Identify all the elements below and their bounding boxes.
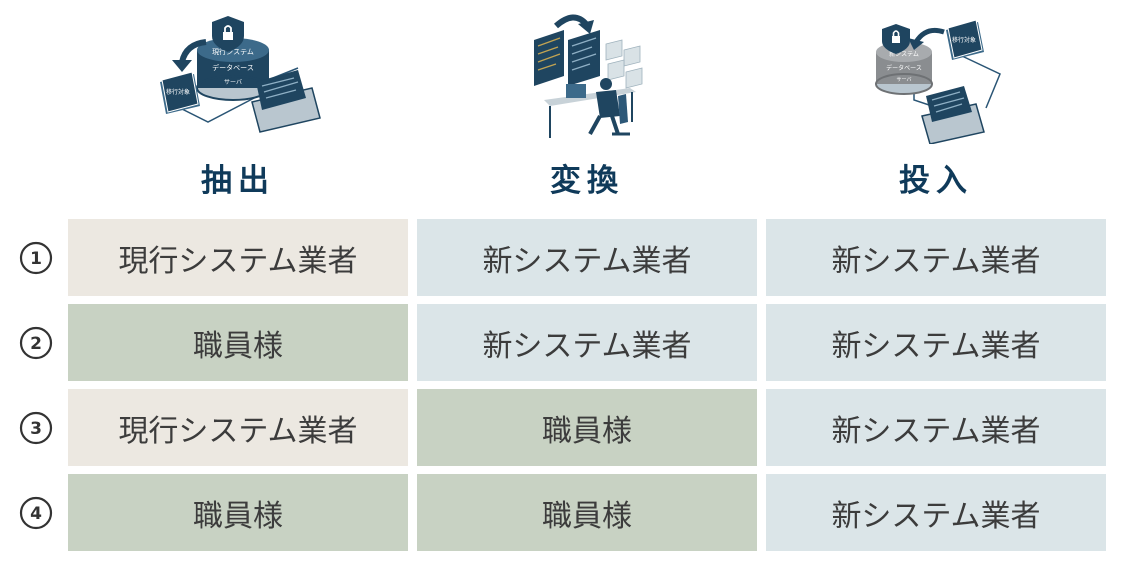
row-number-3: ③3 [14,408,58,448]
cell-row3-transform: 職員様 [417,389,757,466]
cell-row1-transform: 新システム業者 [417,219,757,296]
developer-workstation-icon [534,14,643,138]
cell-row3-extract: 現行システム業者 [68,389,408,466]
cell-row2-load: 新システム業者 [766,304,1106,381]
cell-row1-extract: 現行システム業者 [68,219,408,296]
cell-row4-transform: 職員様 [417,474,757,551]
cell-row4-load: 新システム業者 [766,474,1106,551]
cell-row1-load: 新システム業者 [766,219,1106,296]
row-number-2: ②2 [14,323,58,363]
svg-text:1: 1 [30,249,42,269]
database-extract-icon: 現行システム データベース サーバ 移行対象 [160,16,321,133]
column-title-transform: 変換 [550,163,624,199]
folder-label: 移行対象 [166,88,190,96]
db-label-line2: データベース [212,63,254,72]
cell-row3-load: 新システム業者 [766,389,1106,466]
column-title-load: 投入 [899,163,973,199]
row-number-4: ④4 [14,493,58,533]
column-title-extract: 抽出 [201,163,275,199]
db-label-line2: データベース [886,64,922,72]
folder-label: 移行対象 [952,36,976,44]
cell-row2-transform: 新システム業者 [417,304,757,381]
svg-text:4: 4 [30,504,42,524]
db-label-line1: 新システム [889,50,919,58]
db-label-line1: 現行システム [212,47,254,56]
db-label-line3: サーバ [224,79,242,86]
cell-row4-extract: 職員様 [68,474,408,551]
svg-text:2: 2 [30,334,42,354]
svg-text:3: 3 [30,419,42,439]
db-label-line3: サーバ [897,77,912,83]
cell-row2-extract: 職員様 [68,304,408,381]
database-load-icon: 新システム データベース サーバ 移行対象 [875,19,1001,144]
row-number-1: ①1 [14,238,58,278]
